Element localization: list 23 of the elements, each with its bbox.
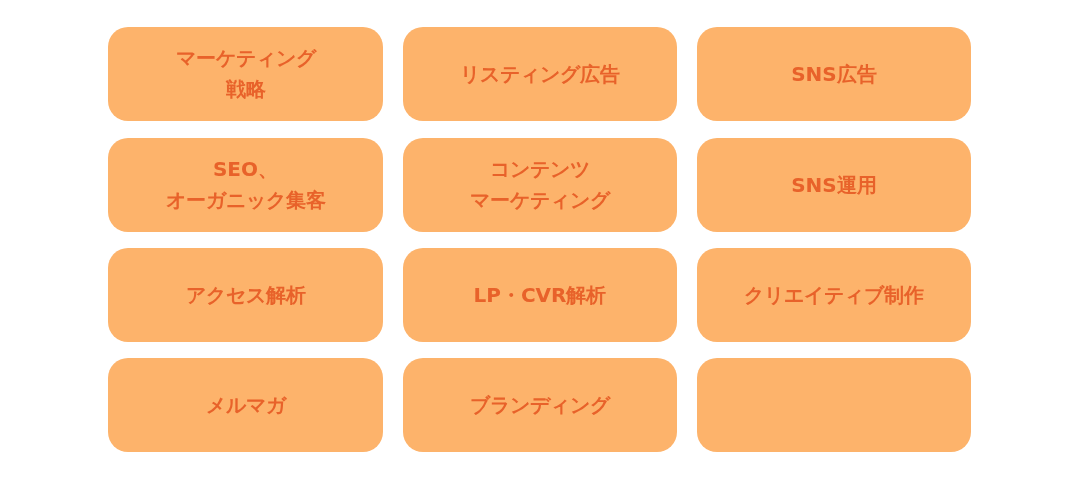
rounded-box: [403, 138, 677, 232]
service-label: LP・CVR解析: [473, 281, 607, 309]
service-label: コンテンツマーケティング: [470, 156, 610, 214]
service-label: SEO、オーガニック集客: [165, 156, 326, 214]
rounded-box: [108, 248, 383, 342]
rounded-box: [403, 27, 677, 121]
rounded-box: [403, 358, 677, 452]
service-label: マーケティング戦略: [175, 45, 316, 103]
service-label: アクセス解析: [185, 281, 306, 309]
rounded-box: [697, 358, 971, 452]
rounded-box: [697, 138, 971, 232]
service-label: SNS広告: [791, 60, 877, 88]
service-label: メルマガ: [205, 391, 286, 419]
rounded-box: [697, 27, 971, 121]
rounded-box: [108, 27, 383, 121]
rounded-box: [108, 358, 383, 452]
rounded-box: [108, 138, 383, 232]
rounded-box: [403, 248, 677, 342]
service-label: リスティング広告: [460, 60, 620, 88]
service-label: ブランディング: [470, 391, 610, 419]
rounded-box: [697, 248, 971, 342]
service-label: クリエイティブ制作: [744, 281, 924, 309]
service-label: SNS運用: [791, 171, 877, 199]
